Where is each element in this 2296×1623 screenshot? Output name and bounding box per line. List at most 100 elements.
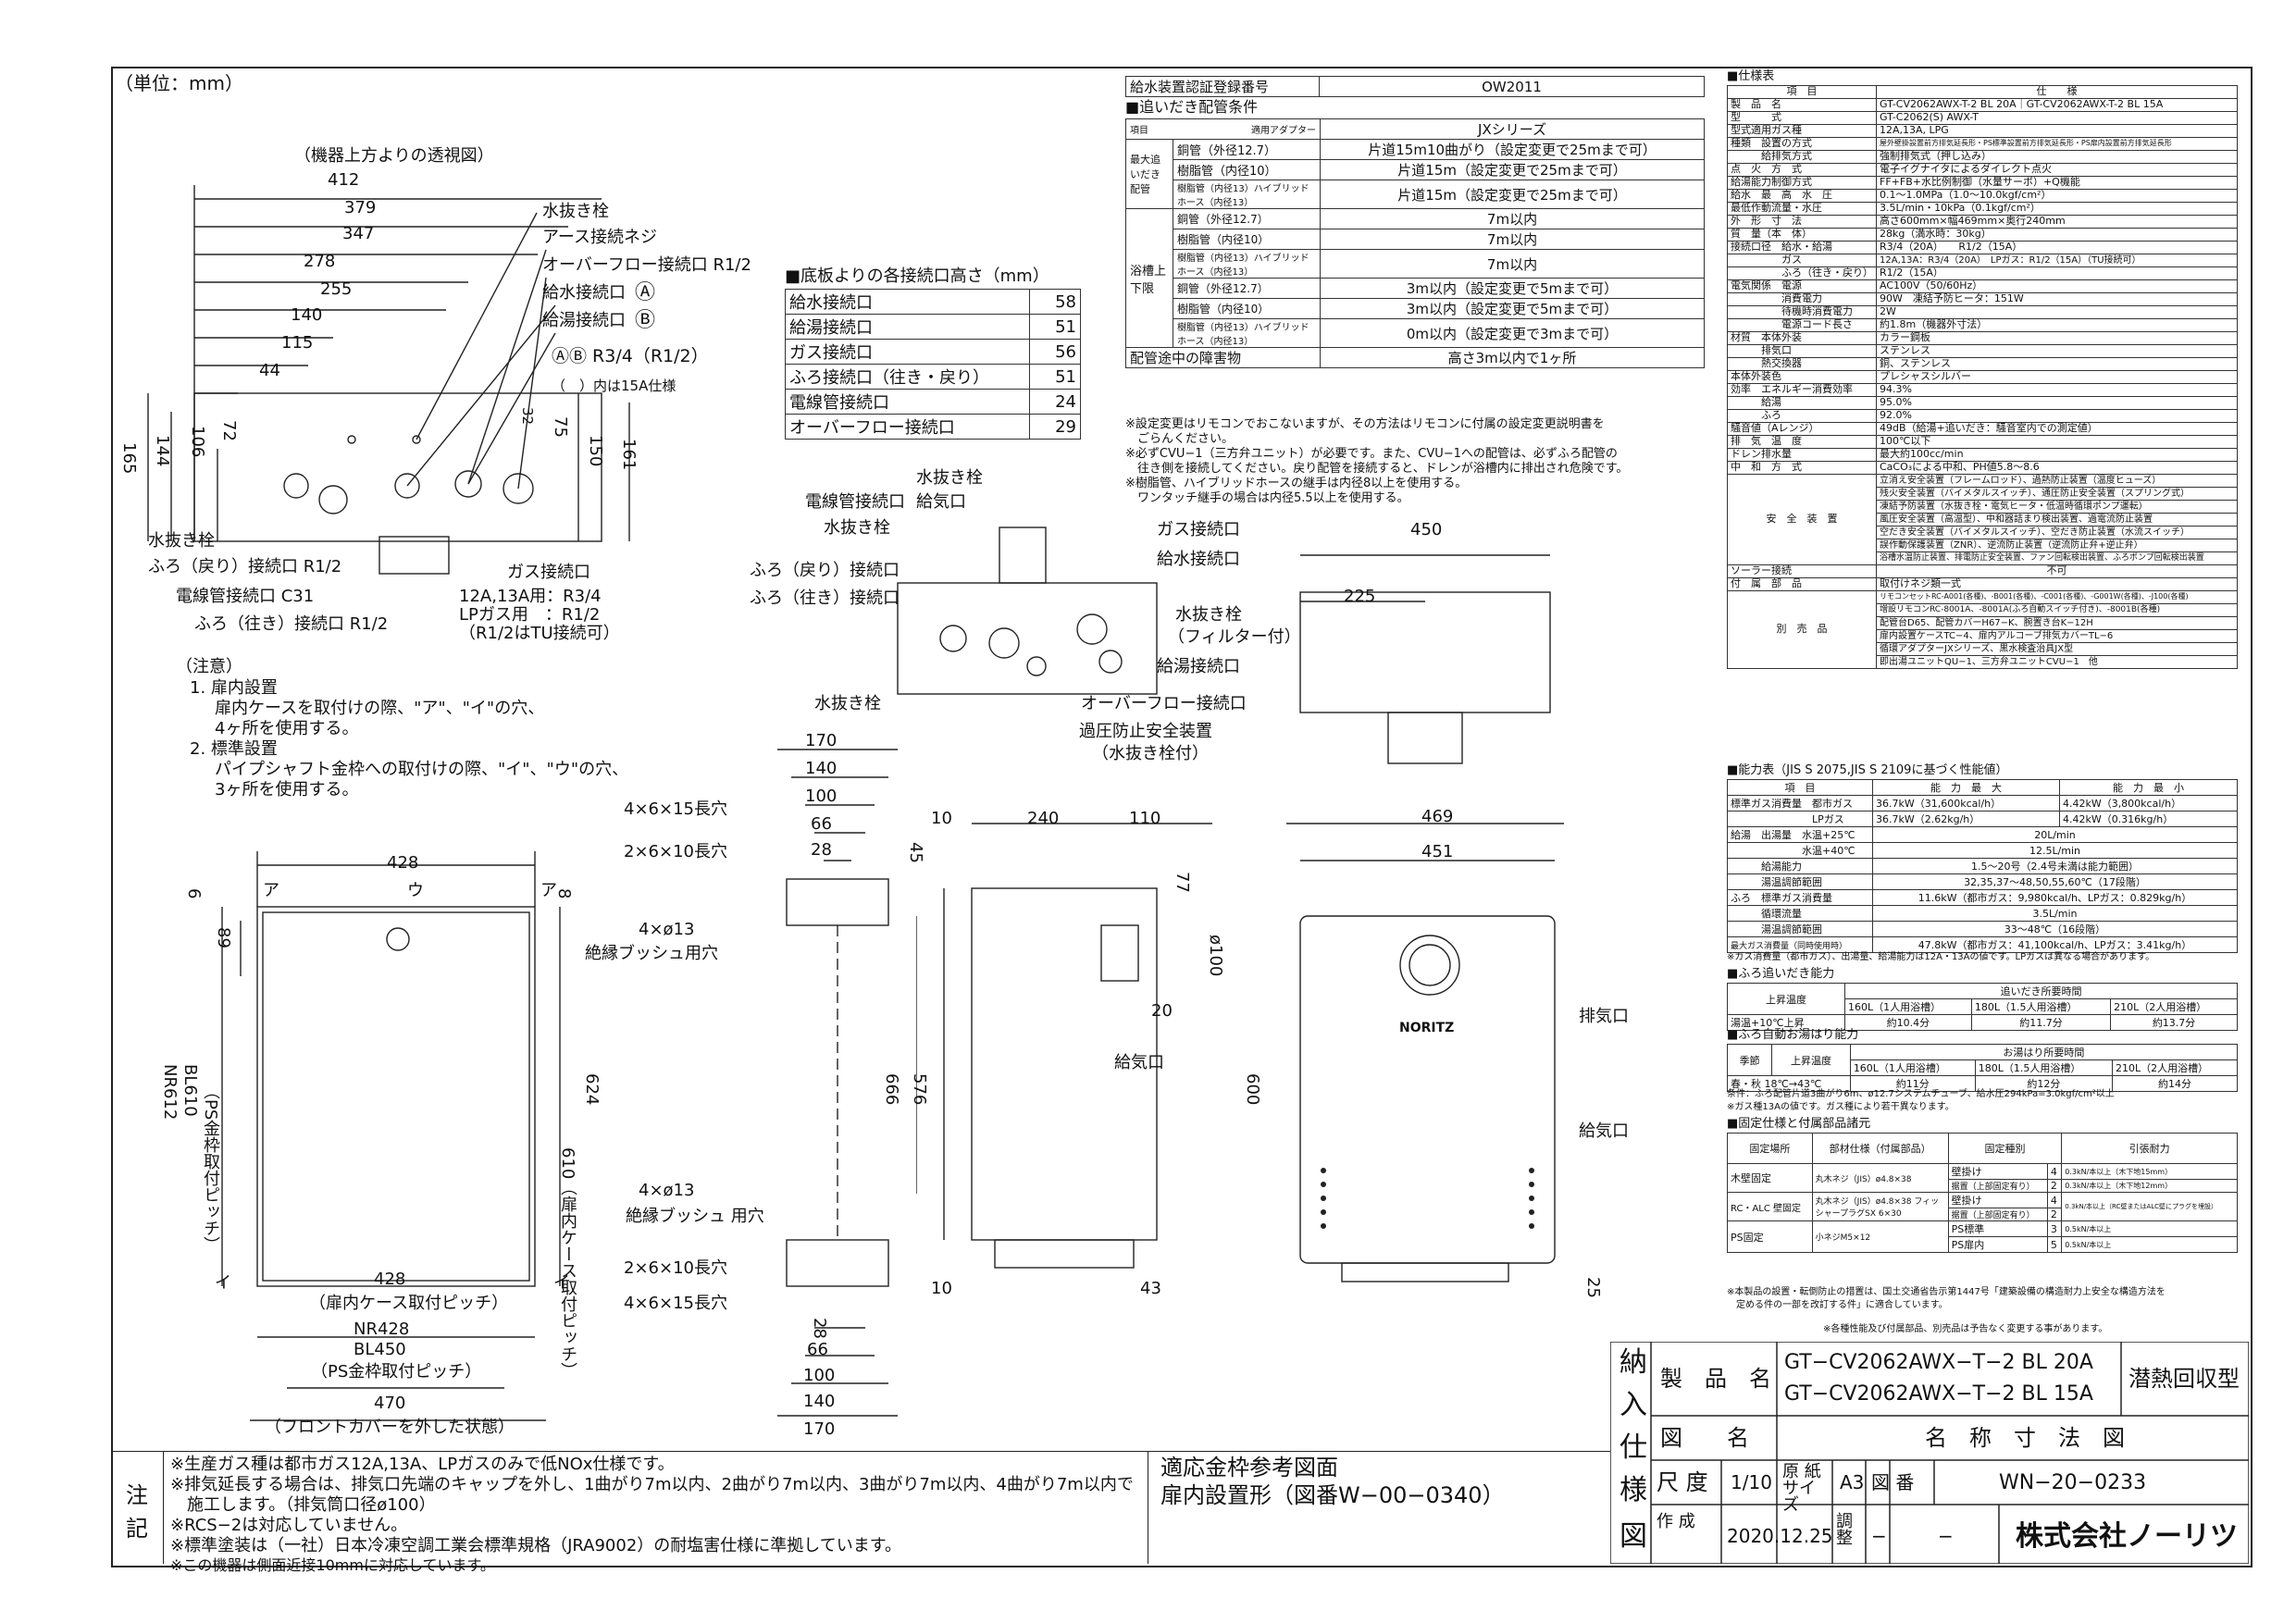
dim-161: 161 — [619, 439, 639, 471]
label-mark-b: Ⓑ — [635, 309, 656, 332]
bottom-note-6: ※この機器は側面近接10mmに対応しています。 — [170, 1556, 495, 1574]
product-label: 製 品 名 — [1660, 1366, 1771, 1392]
front-dim-470: 470 — [374, 1394, 406, 1413]
br-label-3: 4×ø13 — [639, 920, 695, 939]
dim-140: 140 — [291, 305, 323, 325]
bottom-note-3: 施工します。（排気筒口径ø100） — [170, 1495, 436, 1515]
br-label-8: 4×6×15長穴 — [624, 1294, 727, 1313]
nonyu-2: 入 — [1620, 1389, 1647, 1421]
sv-666: 666 — [882, 1073, 901, 1106]
label-note15a: （ ）内は15A仕様 — [552, 378, 676, 394]
check2: − — [1938, 1525, 1954, 1547]
bv-filter: （フィルター付） — [1168, 627, 1301, 647]
side-view-drawing — [916, 823, 1212, 1269]
top-view-title: （機器上方よりの透視図） — [294, 146, 494, 166]
bottom-note-1: ※生産ガス種は都市ガス12A,13A、LPガスのみで低NOx仕様です。 — [170, 1455, 675, 1474]
front-ps-pitch-h: （PS金枠取付ピッチ） — [311, 1362, 482, 1381]
bv-relief: 過圧防止安全装置 — [1079, 722, 1212, 741]
front-dim-624: 624 — [582, 1073, 602, 1106]
dim-150: 150 — [586, 435, 605, 467]
autofill-table: 季節上昇温度お湯はり所要時間 160L（1人用浴槽）180L（1.5人用浴槽）2… — [1726, 1044, 2239, 1092]
front-dim-bl610: BL610 — [180, 1064, 200, 1117]
pv-450: 450 — [1410, 520, 1443, 539]
unit-label: （単位：mm） — [115, 72, 243, 94]
notes-label-divider — [163, 1451, 164, 1564]
front-ps-pitch-v: （PS金枠取付ピッチ） — [201, 1083, 220, 1254]
front-dim-6: 6 — [184, 888, 204, 899]
product-2: GT−CV2062AWX−T−2 BL 15A — [1784, 1382, 2093, 1406]
autofill-note-1: 条件：ふろ配管片道3曲がり6m、ø12.7システムチューブ、給水圧294kPa=… — [1727, 1089, 2115, 1099]
br-label-5: 4×ø13 — [639, 1181, 695, 1200]
br-140: 140 — [805, 759, 838, 778]
zuban-label: 図 番 — [1871, 1471, 1915, 1493]
front-mark-i1: イ — [215, 1273, 231, 1293]
front-mark-a2: ア — [540, 881, 557, 900]
front-case-pitch: （扉内ケース取付ピッチ） — [309, 1294, 509, 1313]
scale: 1/10 — [1731, 1471, 1772, 1493]
paper-label: 原 紙サイズ — [1782, 1462, 1821, 1515]
br-28: 28 — [811, 840, 832, 860]
change-note: ※各種性能及び付属部品、別売品は予告なく変更する事があります。 — [1823, 1324, 2108, 1334]
bottom-note-5: ※標準塗装は（一社）日本冷凍空調工業会標準規格（JRA9002）の耐塩害仕様に準… — [170, 1536, 901, 1555]
nonyu-4: 様 — [1620, 1474, 1647, 1506]
nonyu-5: 図 — [1620, 1520, 1647, 1553]
bracket-drawing — [777, 749, 898, 1417]
dim-75: 75 — [551, 416, 570, 438]
paper: A3 — [1840, 1471, 1865, 1493]
label-hot-out: 給湯接続口 — [542, 311, 626, 330]
scale-label: 尺 度 — [1657, 1469, 1708, 1495]
label-gas-spec1: 12A,13A用：R3/4 — [459, 587, 602, 606]
autofill-note-2: ※ガス種13Aの値です。ガス種により若干異なります。 — [1727, 1102, 1955, 1112]
dim-106: 106 — [188, 426, 207, 458]
front-dim-89: 89 — [214, 927, 233, 948]
bottom-note-4: ※RCS−2は対応していません。 — [170, 1516, 408, 1535]
label-drain: 水抜き栓 — [542, 202, 609, 221]
bv-hot: 給湯接続口 — [1157, 657, 1240, 676]
nonyu-3: 仕 — [1620, 1431, 1647, 1464]
bv-intake: 給気口 — [916, 492, 966, 512]
label-bath-return: ふろ（戻り）接続口 R1/2 — [148, 557, 342, 576]
dim-255: 255 — [320, 279, 353, 299]
front-dim-bl450: BL450 — [354, 1340, 406, 1359]
sv-240: 240 — [1027, 809, 1060, 828]
front-right-drawing — [1286, 823, 1564, 1282]
label-bath-go: ふろ（往き）接続口 R1/2 — [194, 614, 389, 634]
br-label-6: 絶縁ブッシュ 用穴 — [626, 1207, 764, 1226]
title-block: 納 入 仕 様 図 製 品 名 GT−CV2062AWX−T−2 BL 20A … — [1610, 1342, 2249, 1564]
label-wire: 電線管接続口 C31 — [176, 587, 315, 606]
label-gas-spec2: LPガス用 ：R1/2 — [459, 605, 601, 625]
label-drain2: 水抜き栓 — [148, 531, 215, 551]
plan-view-drawing — [1299, 554, 1551, 764]
label-ab-size: ⒶⒷ R3/4（R1/2） — [552, 346, 709, 366]
check-label: 調 整 — [1836, 1512, 1853, 1548]
sv-10b: 10 — [931, 1279, 952, 1298]
bv-bath-ret: ふろ（戻り）接続口 — [750, 561, 900, 580]
sv-576: 576 — [910, 1073, 929, 1106]
front-dim-610: 610（扉内ケース取付ピッチ） — [558, 1147, 577, 1380]
bv-water: 給水接続口 — [1157, 550, 1240, 569]
capacity-title: ■能力表（JIS S 2075,JIS S 2109に基づく性能値） — [1727, 763, 2008, 777]
front-mark-a1: ア — [263, 881, 279, 900]
dim-278: 278 — [304, 252, 336, 271]
label-overflow: オーバーフロー接続口 R1/2 — [542, 255, 751, 275]
bv-drain-filter: 水抜き栓 — [1175, 605, 1242, 625]
front-dim-8: 8 — [554, 888, 574, 899]
sv-110: 110 — [1129, 809, 1161, 828]
autofill-title: ■ふろ自動お湯はり能力 — [1727, 1028, 1859, 1042]
ref-1: 適応金枠参考図面 — [1160, 1455, 1338, 1481]
br-66: 66 — [811, 814, 832, 834]
fr-25: 25 — [1583, 1277, 1603, 1298]
drawing-frame — [111, 67, 2253, 1567]
zuban: WN−20−0233 — [1999, 1471, 2147, 1494]
product-type: 潜熱回収型 — [2128, 1366, 2240, 1392]
sv-intake: 給気口 — [1114, 1053, 1164, 1072]
pv-225: 225 — [1344, 587, 1376, 606]
fixing-note-2: 定める件の一部を改訂する件」に適合しています。 — [1727, 1300, 1948, 1310]
